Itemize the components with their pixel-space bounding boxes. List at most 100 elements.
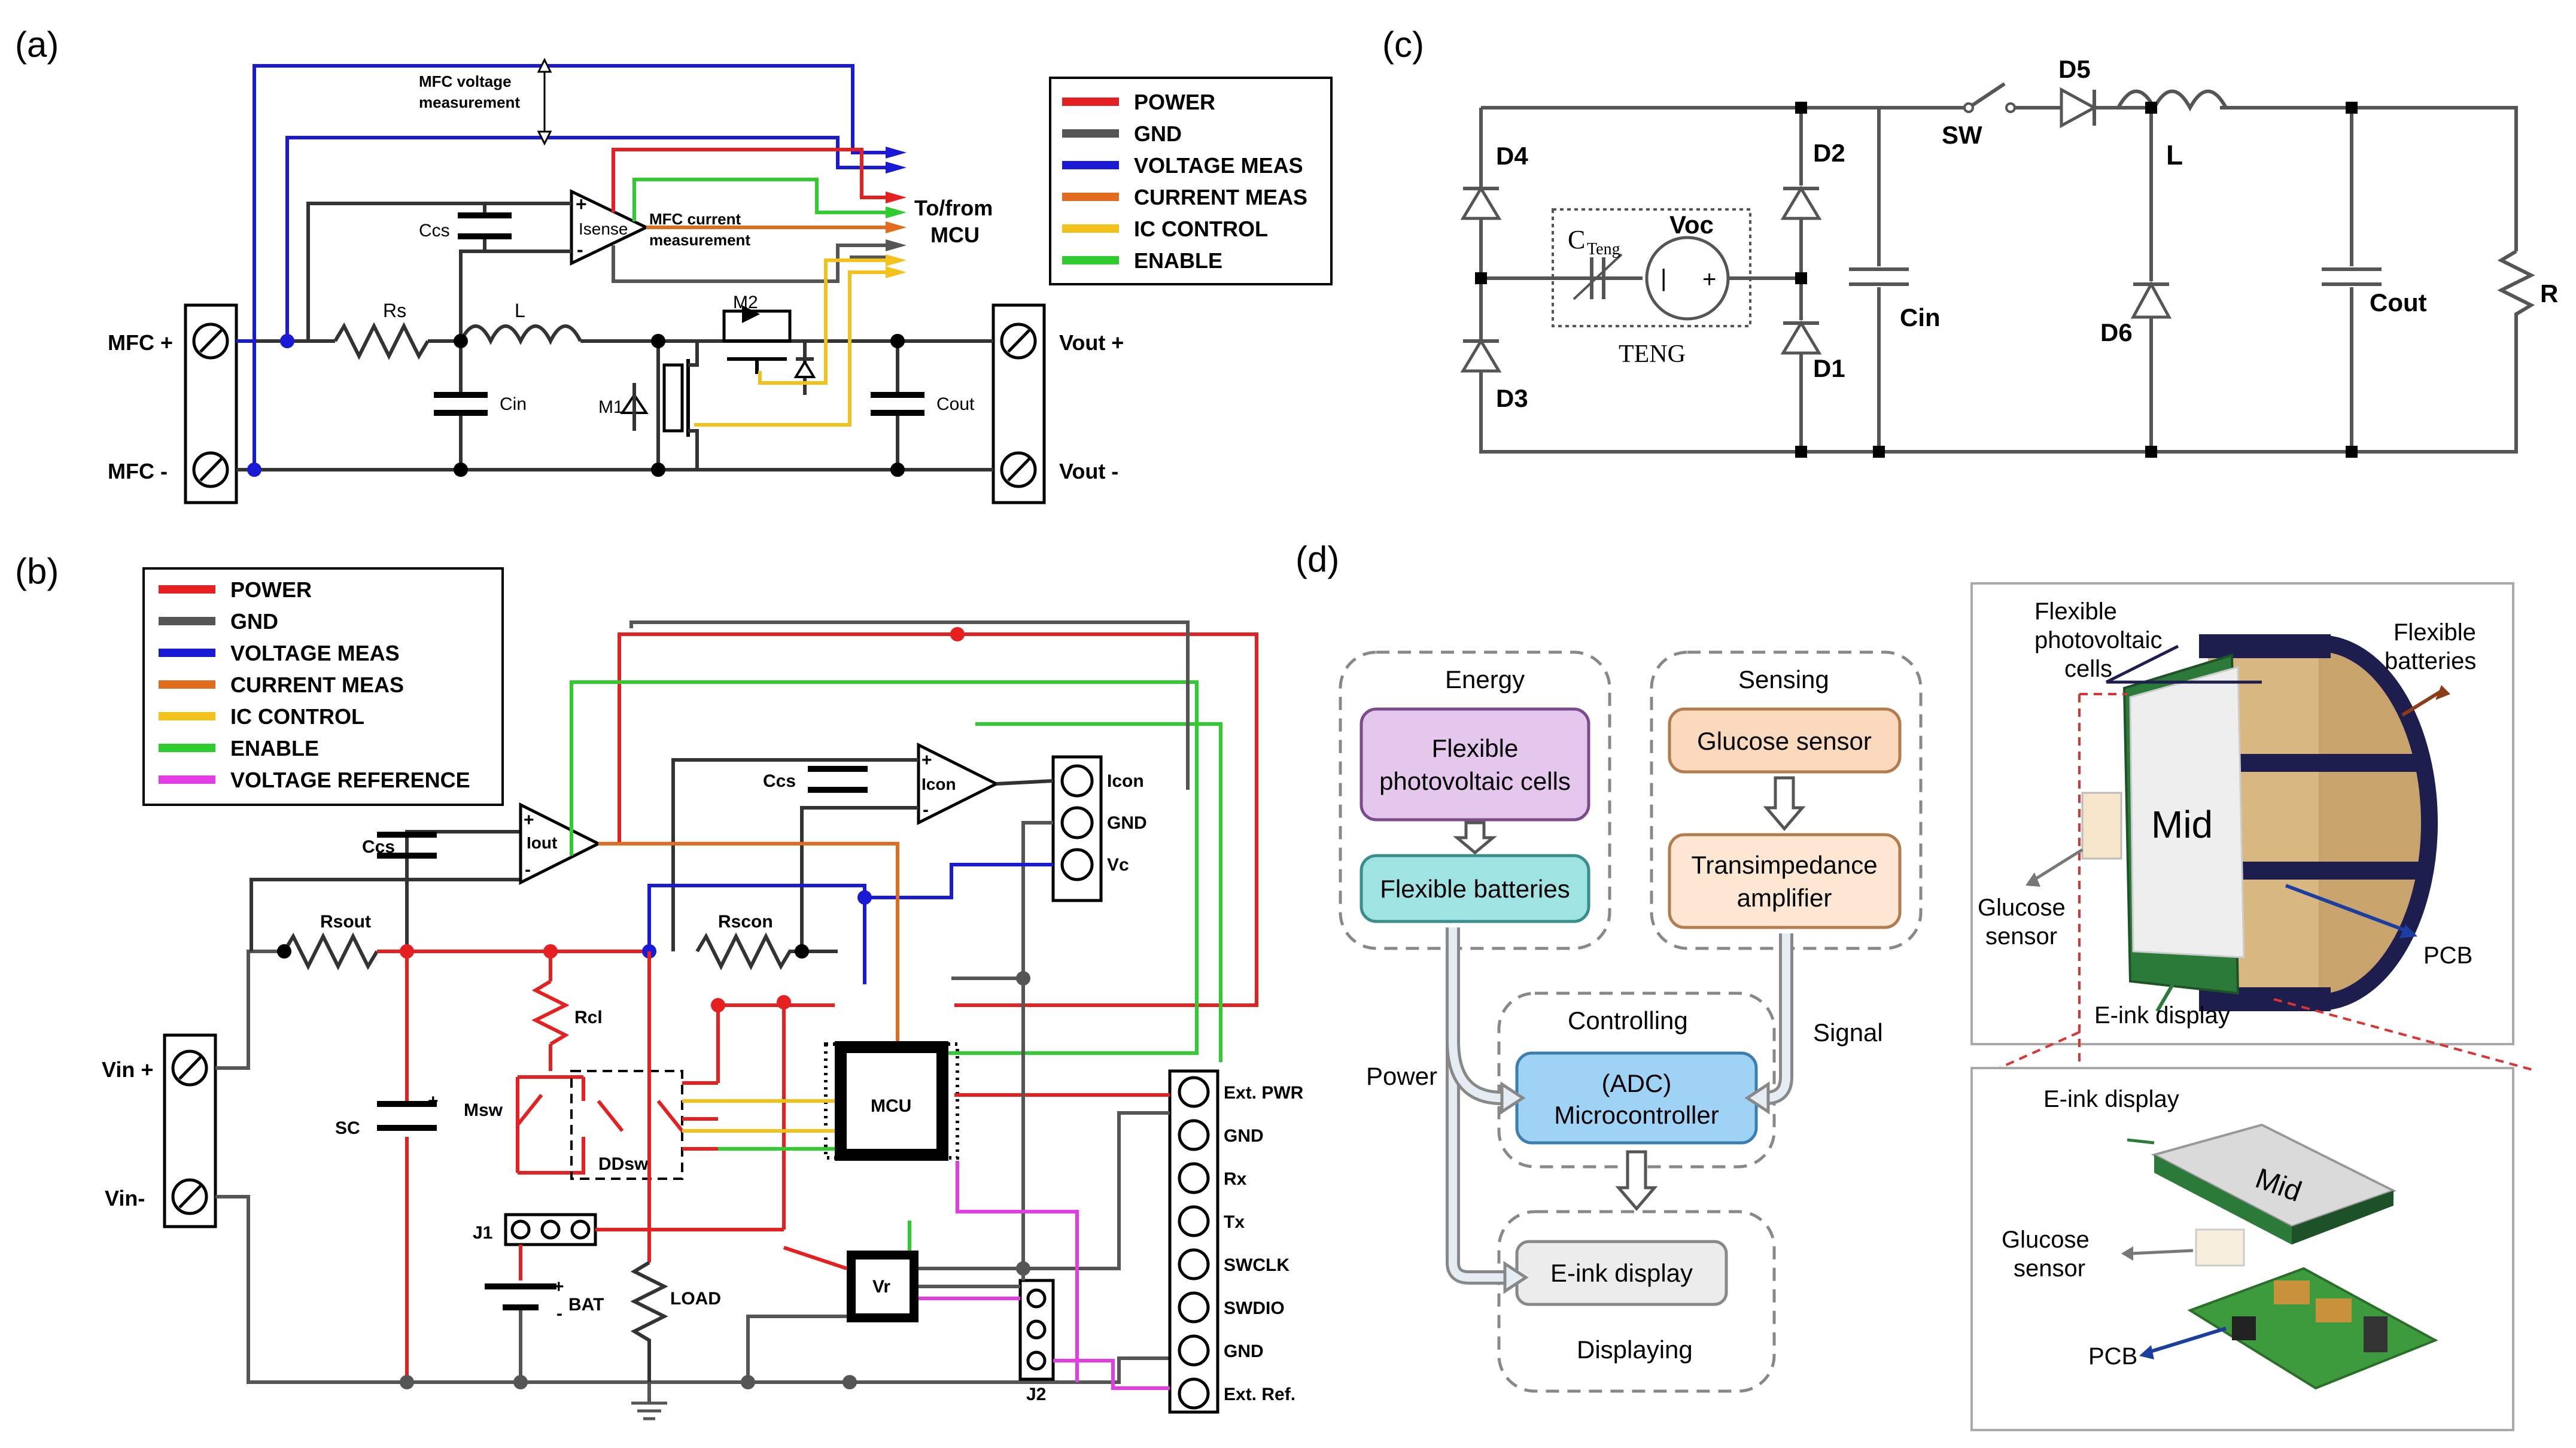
d6-label: D6 — [2100, 318, 2133, 346]
img2-glucose-label-2: sensor — [2014, 1255, 2085, 1282]
img2-eink-label: E-ink display — [2043, 1086, 2179, 1112]
controlling-label: Controlling — [1568, 1006, 1688, 1035]
sc-label: SC — [335, 1118, 360, 1138]
ext-connector-pin — [1178, 1291, 1210, 1324]
sw-label: SW — [1942, 121, 1982, 149]
bat-label: BAT — [568, 1295, 604, 1315]
to-from-label: To/from — [914, 196, 993, 220]
teng-label: TENG — [1619, 340, 1686, 368]
voc-label: Voc — [1669, 211, 1714, 239]
legend-a-item-label: VOLTAGE MEAS — [1134, 153, 1303, 178]
legend-b-item-label: IC CONTROL — [230, 704, 364, 729]
d5-label: D5 — [2058, 55, 2091, 83]
ccs-label: Ccs — [419, 221, 450, 241]
energy-label: Energy — [1445, 665, 1525, 693]
mfc-current-label-2: measurement — [649, 231, 750, 249]
mfc-voltage-label-1: MFC voltage — [419, 72, 512, 90]
img-glucose-label-2: sensor — [1985, 923, 2057, 950]
ext-connector-pin — [1178, 1076, 1210, 1108]
energy-group — [1339, 650, 1611, 950]
legend-a-item-label: POWER — [1134, 90, 1215, 114]
img-bat-label-2: batteries — [2385, 648, 2476, 674]
legend-b-item-label: ENABLE — [230, 736, 319, 760]
vr-label: Vr — [872, 1277, 890, 1297]
signal-label: Signal — [1813, 1018, 1883, 1047]
img-pv-label-2: photovoltaic — [2034, 627, 2162, 653]
img-glucose-label-1: Glucose — [1978, 895, 2066, 921]
panel-d-block-diagram: Energy Flexible photovoltaic cells Flexi… — [1339, 650, 1923, 1393]
rsout-label: Rsout — [320, 912, 371, 932]
svg-text:-: - — [556, 1304, 562, 1324]
microcontroller-box — [1515, 1051, 1758, 1145]
svg-text:Flexible batteries: Flexible batteries — [1380, 875, 1570, 903]
legend-a-item-label: GND — [1134, 121, 1182, 146]
vin-minus-label: Vin- — [105, 1186, 145, 1210]
panel-c-schematic: SW D5 L R Cout D6 Cin — [1460, 55, 2558, 458]
ext-connector-pin-label: SWDIO — [1224, 1298, 1285, 1318]
power-label: Power — [1366, 1062, 1437, 1090]
svg-text:Glucose sensor: Glucose sensor — [1697, 727, 1872, 755]
icon-pin-label: Icon — [1107, 771, 1144, 791]
img2-glucose-label-1: Glucose — [2002, 1227, 2090, 1253]
img2-pcb-label: PCB — [2088, 1343, 2137, 1370]
displaying-label: Displaying — [1577, 1336, 1693, 1364]
ext-connector-pin — [1178, 1334, 1210, 1367]
rscon-label: Rscon — [718, 912, 773, 932]
device-illustration-top: Mid Flexible photovoltaic cells Flexible… — [1970, 582, 2538, 1072]
cteng-label: C — [1568, 225, 1585, 254]
sensing-label: Sensing — [1738, 665, 1829, 693]
ext-connector-pin-label: GND — [1224, 1341, 1264, 1361]
mfc-plus-label: MFC + — [108, 330, 173, 355]
svg-text:+: + — [576, 193, 587, 215]
mfc-current-label-1: MFC current — [649, 210, 741, 228]
ext-connector-pin — [1178, 1248, 1210, 1280]
panel-label-d: (d) — [1295, 539, 1339, 579]
vout-minus-label: Vout - — [1059, 459, 1118, 483]
img-pcb-label: PCB — [2423, 942, 2472, 969]
ddsw-label: DDsw — [598, 1154, 649, 1174]
d1-label: D1 — [1813, 354, 1845, 382]
cteng-sub: Teng — [1587, 240, 1620, 258]
j1-label: J1 — [473, 1223, 492, 1243]
j2-label: J2 — [1026, 1385, 1046, 1404]
ext-connector-pin — [1178, 1377, 1210, 1410]
rs-label: Rs — [383, 300, 406, 321]
svg-text:Microcontroller: Microcontroller — [1554, 1101, 1719, 1129]
icon-amplifier-icon — [917, 742, 1000, 826]
l-label-c: L — [2166, 139, 2183, 171]
d2-label: D2 — [1813, 139, 1845, 167]
ext-connector-pin — [1178, 1119, 1210, 1151]
m2-label: M2 — [733, 293, 758, 312]
svg-text:-: - — [525, 860, 531, 880]
vin-plus-label: Vin + — [102, 1057, 153, 1082]
svg-text:Flexible: Flexible — [1432, 734, 1519, 762]
ext-connector-pin — [1178, 1162, 1210, 1194]
mfc-voltage-label-2: measurement — [419, 93, 520, 111]
isense-label: Isense — [579, 220, 628, 238]
svg-text:photovoltaic cells: photovoltaic cells — [1379, 767, 1571, 795]
vc-pin-label: Vc — [1107, 855, 1129, 875]
d3-label: D3 — [1496, 384, 1528, 412]
svg-text:+: + — [428, 1091, 439, 1111]
iout-amplifier-icon — [519, 802, 602, 886]
ddsw-box — [570, 1070, 683, 1180]
cout-label-c: Cout — [2370, 288, 2427, 317]
svg-text:-: - — [923, 800, 929, 820]
ext-connector-pin-label: Ext. Ref. — [1224, 1385, 1295, 1404]
legend-b-item-label: VOLTAGE REFERENCE — [230, 768, 470, 792]
svg-text:|: | — [1660, 265, 1666, 291]
msw-label: Msw — [464, 1100, 503, 1120]
legend-b-item-label: GND — [230, 609, 278, 634]
legend-a-item-label: ENABLE — [1134, 248, 1222, 273]
batteries-box — [1360, 854, 1590, 923]
svg-text:E-ink display: E-ink display — [1550, 1259, 1693, 1287]
cin-label: Cin — [500, 394, 527, 414]
ext-connector-pin-label: Tx — [1224, 1212, 1245, 1232]
displaying-group — [1497, 1210, 1776, 1393]
img-eink-label: E-ink display — [2094, 1002, 2230, 1029]
mfc-minus-label: MFC - — [108, 459, 168, 483]
load-label: LOAD — [670, 1289, 721, 1309]
ext-connector-pin-label: Ext. PWR — [1224, 1083, 1304, 1103]
img-pv-label-3: cells — [2064, 656, 2112, 682]
